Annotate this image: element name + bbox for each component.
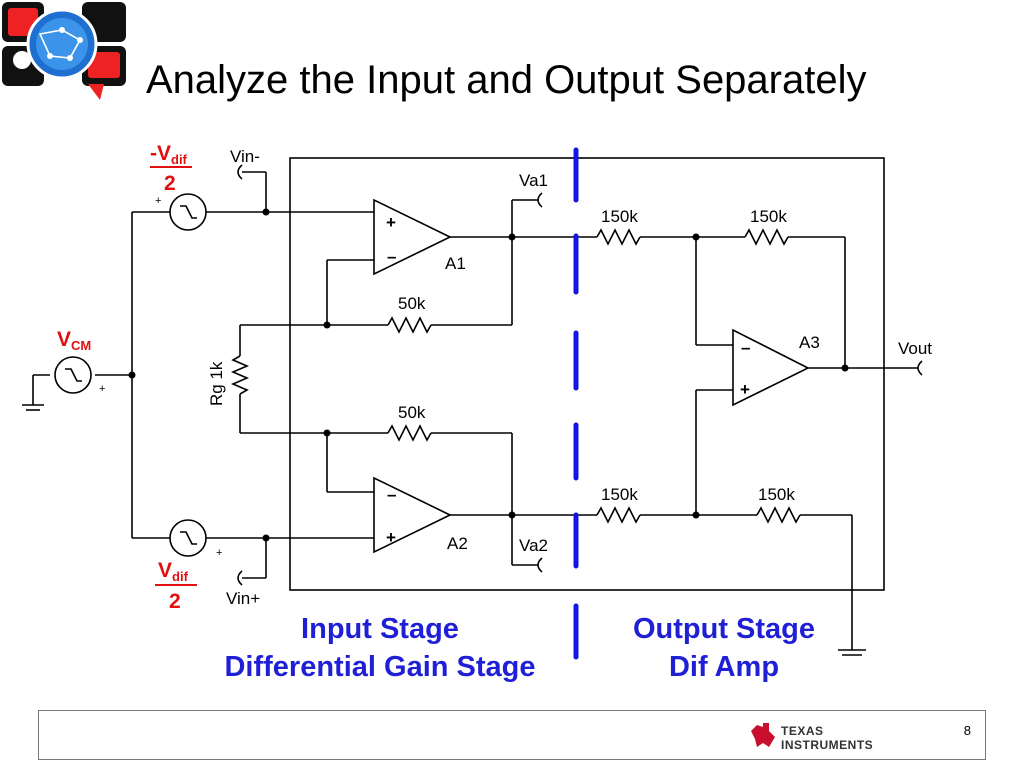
src-cm-plus: + [99,383,105,395]
opamp-a3 [732,328,810,407]
vin-plus-label: Vin+ [226,589,260,608]
presentation-logo-icon [2,2,126,100]
vout-label: Vout [898,339,932,358]
output-stage-subtitle: Dif Amp [668,651,780,683]
va2-label: Va2 [519,536,548,555]
ti-logo-line1: Texas [781,724,824,738]
slide-title: Analyze the Input and Output Separately [146,58,867,102]
r-top-right-label: 150k [750,207,787,226]
source-vdif-pos-icon [169,519,207,557]
a3-label: A3 [799,333,820,352]
a1-label: A1 [445,254,466,273]
a1-plus-label: + [386,213,396,232]
circuit-box [289,157,885,591]
a1-minus-label: – [387,247,396,266]
a2-minus-label: – [387,485,396,504]
vcm-label: VCM [57,328,91,353]
r-bot-right-label: 150k [758,485,795,504]
r-bot-left-label: 150k [601,485,638,504]
page-number: 8 [963,723,971,738]
vdif-neg-den: 2 [164,172,176,195]
ti-logo-line2: Instruments [781,738,873,752]
a2-plus-label: + [386,528,396,547]
r-top-left-label: 150k [601,207,638,226]
rg-label: Rg 1k [207,361,226,406]
output-stage-title: Output Stage [632,613,816,645]
input-stage-title: Input Stage [301,613,459,645]
vdif-neg-label: -Vdif [150,142,188,167]
slide-footer: Texas Instruments 8 [38,710,986,760]
input-stage-caption: Input Stage Differential Gain Stage [200,610,560,686]
a3-plus-label: + [740,380,750,399]
src-top-plus: + [155,195,161,207]
src-bot-plus: + [216,547,222,559]
vin-minus-label: Vin- [230,147,260,166]
vdif-pos-den: 2 [169,590,181,613]
output-stage-caption: Output Stage Dif Amp [610,610,838,686]
vdif-pos-label: Vdif [158,559,189,584]
input-stage-subtitle: Differential Gain Stage [224,651,536,683]
texas-instruments-logo-icon: Texas Instruments [751,723,873,752]
r-fb-top-label: 50k [398,294,426,313]
source-vcm-icon [54,356,92,394]
source-vdif-neg-icon [169,193,207,231]
r-fb-bot-label: 50k [398,403,426,422]
va1-label: Va1 [519,171,548,190]
a3-minus-label: – [741,338,750,357]
a2-label: A2 [447,534,468,553]
opamp-a2 [373,476,452,554]
opamp-a1 [373,198,452,276]
